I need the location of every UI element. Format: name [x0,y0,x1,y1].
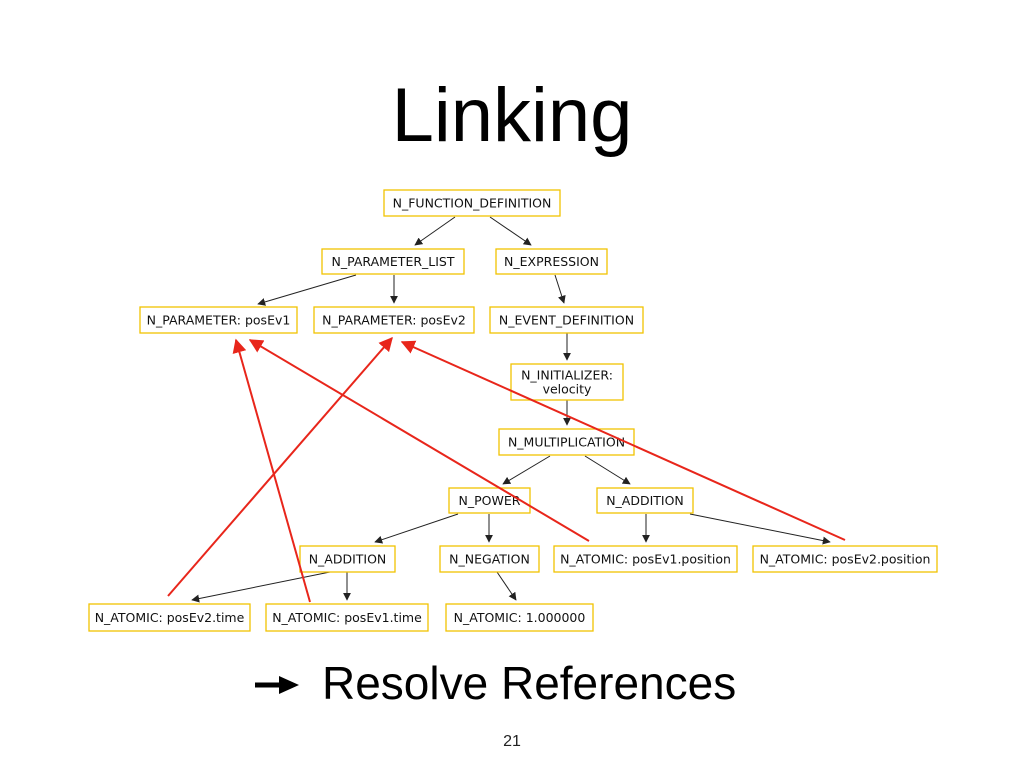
node-label: N_ATOMIC: posEv2.position [760,552,931,567]
node-box [510,363,624,401]
node-label: N_PARAMETER: posEv2 [322,313,466,328]
node-label: velocity [543,382,592,397]
node-box [489,306,644,334]
edge-addition-left-to-atomic-ev2-time [191,571,331,603]
node-label: N_EVENT_DEFINITION [499,313,634,328]
node-box [139,306,298,334]
edge-multiplication-to-power [502,455,551,485]
slide-title: Linking [391,73,633,158]
node-box [383,189,561,217]
node-box [299,545,396,573]
node-atomic-const: N_ATOMIC: 1.000000 [445,603,594,632]
node-box [445,603,594,632]
slide-subtitle: Resolve References [322,657,737,709]
node-param-ev2: N_PARAMETER: posEv2 [313,306,475,334]
edge-negation-to-atomic-const [496,571,517,601]
edge-addition-top-to-atomic-ev2-pos [689,513,831,545]
node-label: N_INITIALIZER: [521,368,613,383]
tree-nodes: N_FUNCTION_DEFINITION N_PARAMETER_LIST N_E… [88,189,938,632]
node-box [448,487,531,514]
edge-fn-def-to-param-list [414,216,456,246]
node-label: N_POWER [459,493,521,508]
edge-multiplication-to-addition-top [584,455,631,485]
reference-arrows [167,336,846,603]
page-number: 21 [503,733,521,750]
node-box [596,487,694,514]
node-box [495,248,608,275]
edge-fn-def-to-expression [489,216,532,246]
node-box [265,603,429,632]
node-param-ev1: N_PARAMETER: posEv1 [139,306,298,334]
node-label: N_ATOMIC: posEv1.time [272,610,422,625]
node-label: N_ATOMIC: 1.000000 [454,610,586,625]
node-power: N_POWER [448,487,531,514]
node-fn-def: N_FUNCTION_DEFINITION [383,189,561,217]
node-param-list: N_PARAMETER_LIST [321,248,465,275]
node-multiplication: N_MULTIPLICATION [498,428,635,456]
reference-arrow-atomic-ev1-pos-to-param-ev1 [248,339,590,542]
node-atomic-ev2-pos: N_ATOMIC: posEv2.position [752,545,938,573]
node-addition-top: N_ADDITION [596,487,694,514]
node-box [321,248,465,275]
node-atomic-ev1-time: N_ATOMIC: posEv1.time [265,603,429,632]
edge-power-to-addition-left [374,513,459,544]
node-atomic-ev2-time: N_ATOMIC: posEv2.time [88,603,251,632]
edge-expression-to-event-def [554,274,566,304]
node-label: N_EXPRESSION [504,254,599,269]
node-expression: N_EXPRESSION [495,248,608,275]
tree-edges [191,216,831,603]
node-label: N_ATOMIC: posEv2.time [95,610,245,625]
node-initializer: N_INITIALIZER:velocity [510,363,624,401]
node-label: N_MULTIPLICATION [508,435,625,450]
node-label: N_PARAMETER: posEv1 [147,313,291,328]
node-atomic-ev1-pos: N_ATOMIC: posEv1.position [553,545,738,573]
reference-arrow-atomic-ev2-time-to-param-ev2 [167,336,393,597]
node-box [313,306,475,334]
node-box [752,545,938,573]
node-box [88,603,251,632]
node-label: N_ADDITION [606,493,684,508]
node-box [498,428,635,456]
node-box [439,545,540,573]
node-addition-left: N_ADDITION [299,545,396,573]
node-label: N_NEGATION [449,552,530,567]
reference-arrow-atomic-ev1-time-to-param-ev1 [232,338,311,603]
reference-arrow-atomic-ev2-pos-to-param-ev2 [400,340,846,541]
arrow-bullet-icon [255,676,299,694]
node-label: N_ATOMIC: posEv1.position [560,552,731,567]
node-event-def: N_EVENT_DEFINITION [489,306,644,334]
node-box [553,545,738,573]
edge-param-list-to-param-ev1 [257,274,357,306]
node-negation: N_NEGATION [439,545,540,573]
node-label: N_ADDITION [309,552,387,567]
node-label: N_FUNCTION_DEFINITION [393,196,552,211]
node-label: N_PARAMETER_LIST [332,254,455,269]
